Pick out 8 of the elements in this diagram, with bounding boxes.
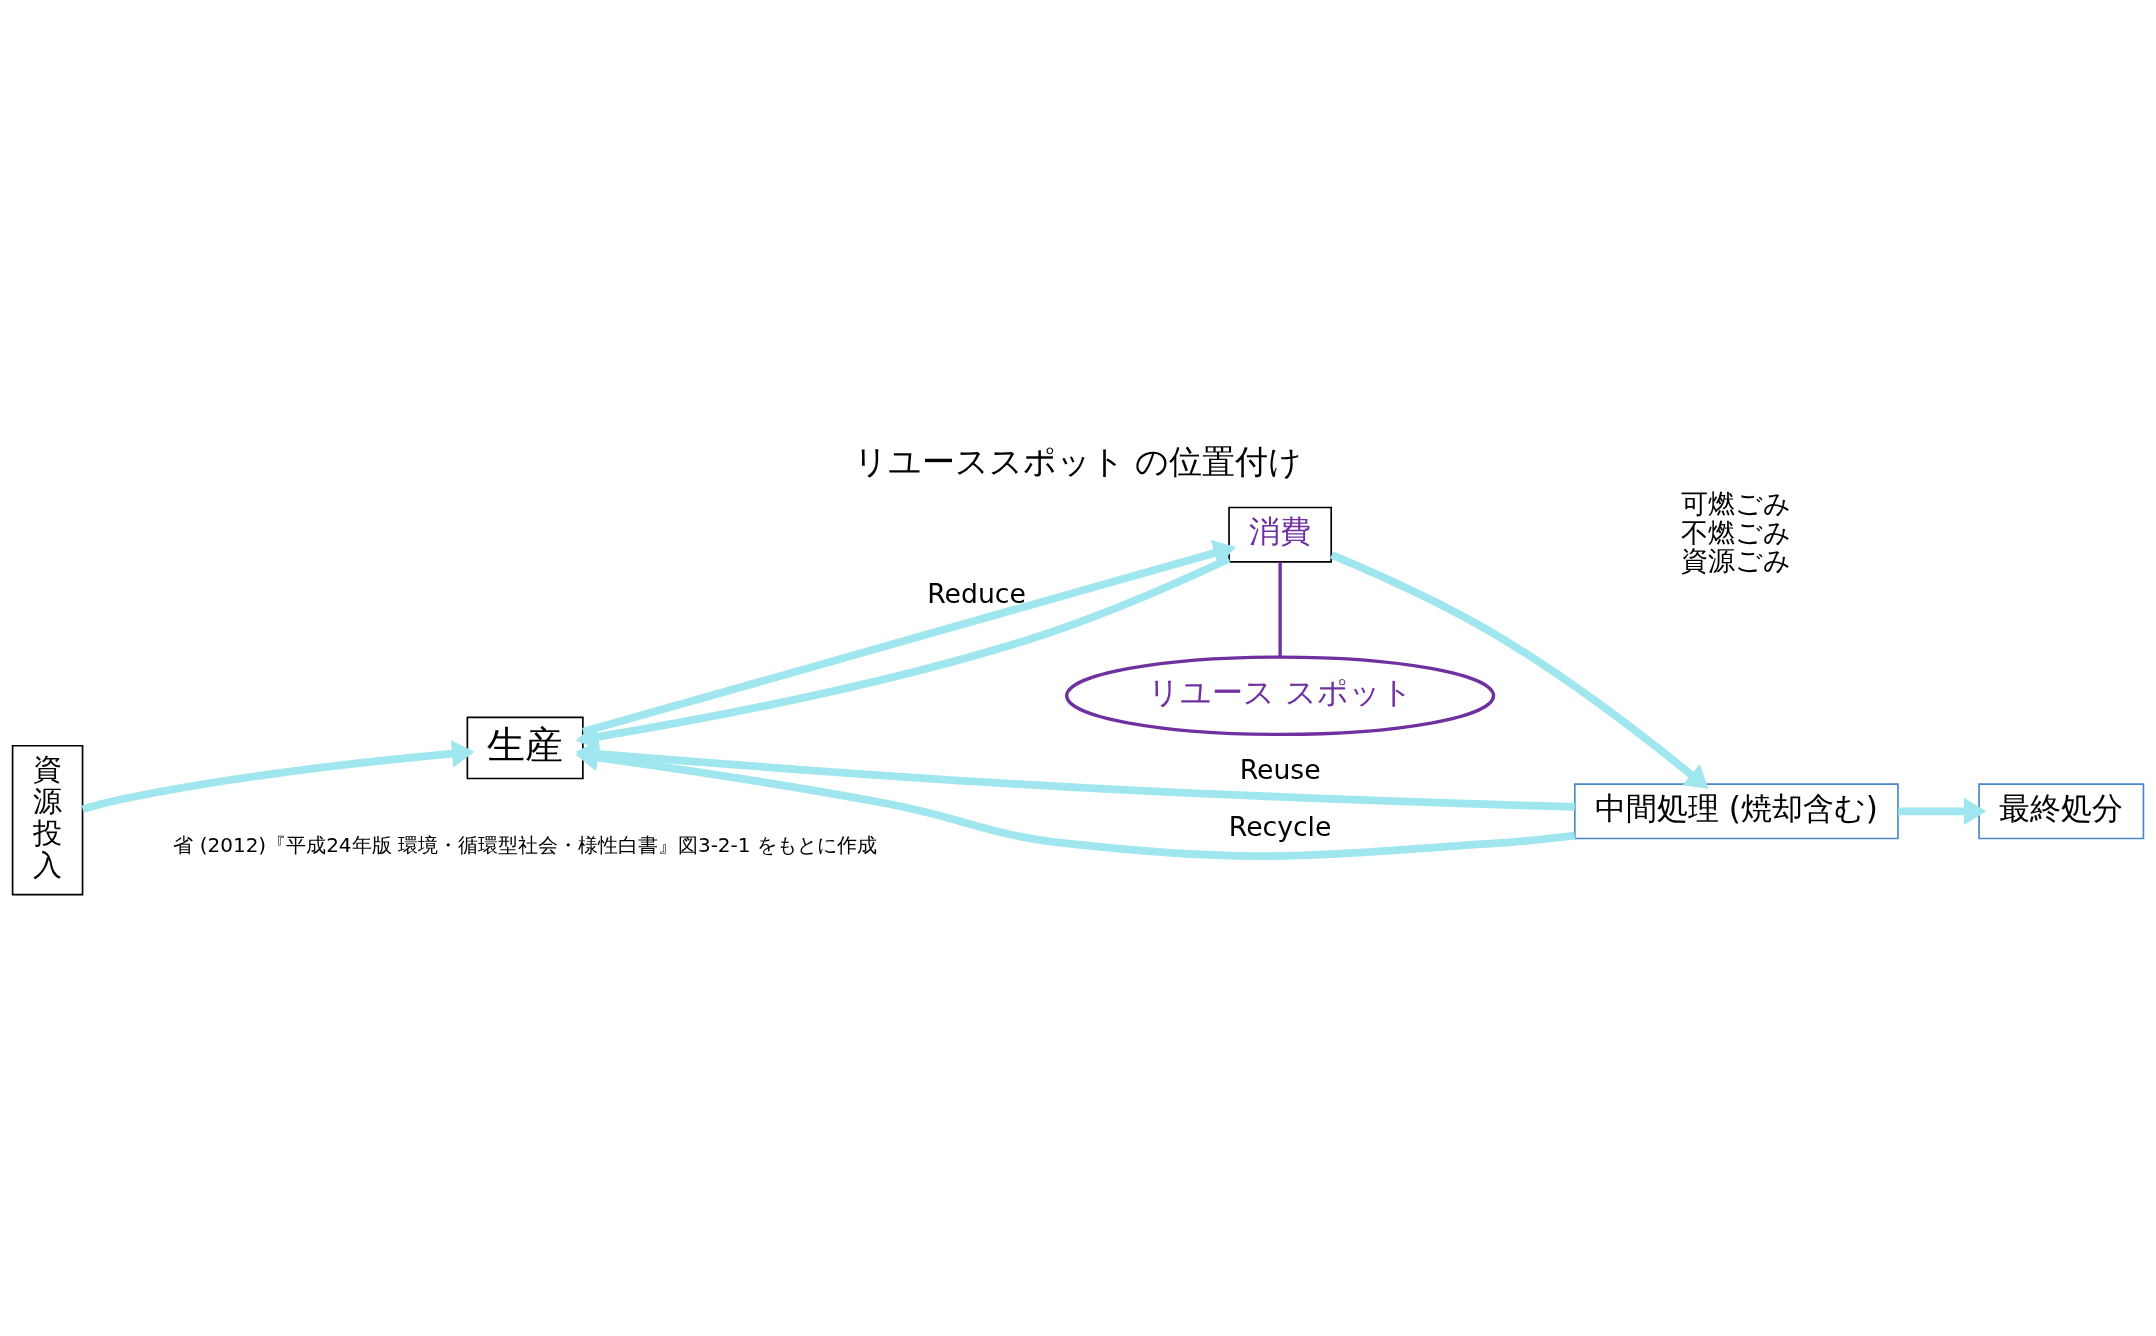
diagram-title: リユーススポット の位置付け: [853, 441, 1303, 481]
edge-label: Reuse: [1239, 754, 1321, 786]
label: 資源ごみ: [1681, 545, 1792, 577]
caption: 省 (2012)『平成24年版 環境・循環型社会・様性白書』図3-2-1 をもとに作成: [173, 832, 877, 857]
label: 可燃ごみ: [1681, 487, 1792, 519]
edge-label: Recycle: [1228, 810, 1332, 842]
edge-label: Reduce: [927, 577, 1026, 609]
label: 不燃ごみ: [1681, 516, 1792, 548]
